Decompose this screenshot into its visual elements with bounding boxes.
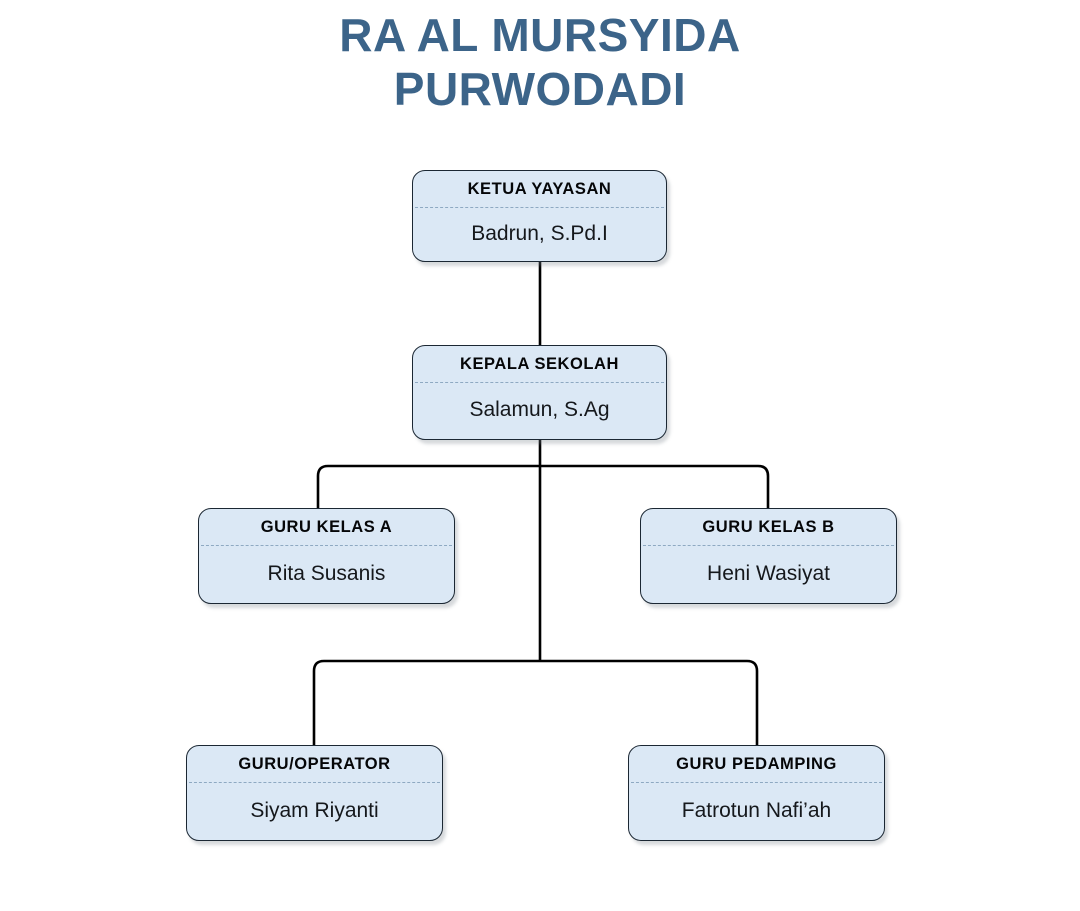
node-role-label: GURU KELAS A [260, 518, 393, 536]
node-divider [201, 545, 452, 546]
node-guru-kelas-b[interactable]: GURU KELAS B Heni Wasiyat [640, 508, 897, 604]
node-person-name: Fatrotun Nafi’ah [681, 798, 832, 822]
page-title: RA AL MURSYIDA PURWODADI [339, 9, 741, 116]
node-role-label: KETUA YAYASAN [467, 180, 612, 198]
node-role-label: GURU/OPERATOR [238, 755, 391, 773]
node-guru-operator[interactable]: GURU/OPERATOR Siyam Riyanti [186, 745, 443, 841]
node-guru-pedamping[interactable]: GURU PEDAMPING Fatrotun Nafi’ah [628, 745, 885, 841]
node-divider [189, 782, 440, 783]
node-person-name: Salamun, S.Ag [469, 398, 610, 421]
connector-split-kelas [316, 464, 770, 508]
node-person-name: Rita Susanis [267, 561, 386, 585]
node-role-label: GURU KELAS B [702, 518, 835, 536]
node-divider [631, 782, 882, 783]
node-role-label: KEPALA SEKOLAH [460, 355, 619, 373]
node-divider [415, 382, 664, 383]
node-person-name: Badrun, S.Pd.I [471, 221, 608, 245]
connector-split-guru [312, 659, 759, 745]
node-divider [415, 207, 664, 208]
node-ketua-yayasan[interactable]: KETUA YAYASAN Badrun, S.Pd.I [412, 170, 667, 262]
node-person-name: Siyam Riyanti [250, 798, 379, 822]
node-role-label: GURU PEDAMPING [676, 755, 837, 773]
node-person-name: Heni Wasiyat [707, 561, 830, 585]
node-guru-kelas-a[interactable]: GURU KELAS A Rita Susanis [198, 508, 455, 604]
node-kepala-sekolah[interactable]: KEPALA SEKOLAH Salamun, S.Ag [412, 345, 667, 440]
node-divider [643, 545, 894, 546]
